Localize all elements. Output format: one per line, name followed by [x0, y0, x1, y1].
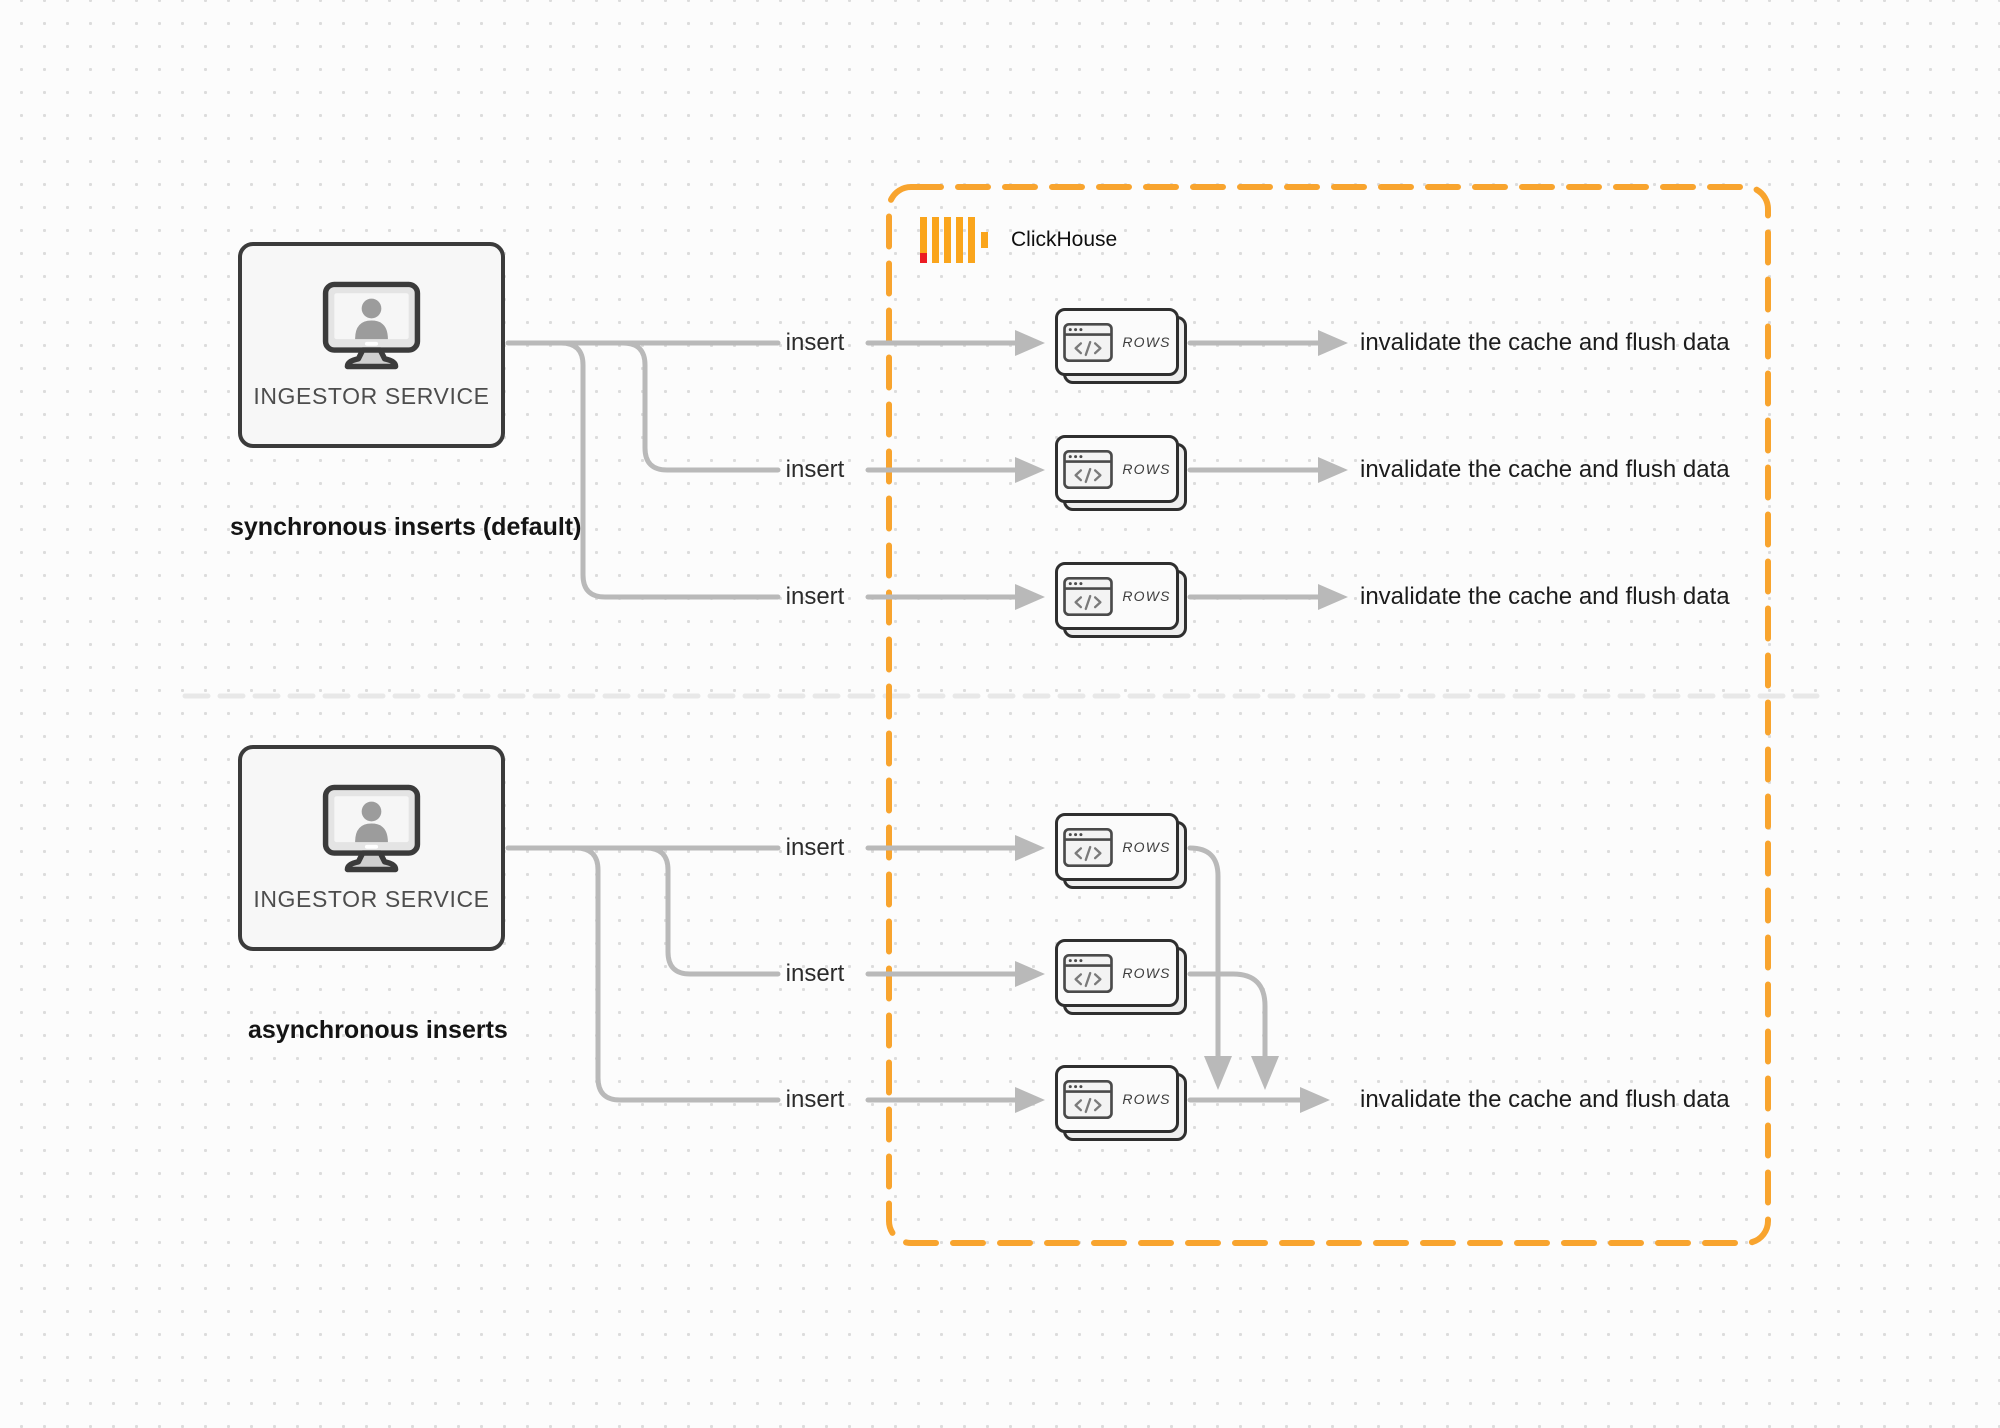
- insert-label: insert: [785, 583, 845, 610]
- insert-label: insert: [785, 1086, 845, 1113]
- code-window-icon: [1063, 1079, 1114, 1119]
- insert-label: insert: [785, 456, 845, 483]
- rows-card-label: ROWS: [1122, 461, 1171, 477]
- rows-card-label: ROWS: [1122, 965, 1171, 981]
- clickhouse-logo-icon: [920, 217, 988, 263]
- ingestor-service-label: INGESTOR SERVICE: [253, 886, 490, 912]
- rows-card-label: ROWS: [1122, 334, 1171, 350]
- sync-connectors: [505, 340, 1321, 600]
- code-window-icon: [1063, 827, 1114, 867]
- rows-table-card: ROWS: [1055, 813, 1189, 893]
- rows-table-card: ROWS: [1055, 308, 1189, 388]
- rows-card-label: ROWS: [1122, 588, 1171, 604]
- code-window-icon: [1063, 322, 1114, 362]
- code-window-icon: [1063, 449, 1114, 489]
- result-label: invalidate the cache and flush data: [1360, 583, 1730, 610]
- sync-section-caption: synchronous inserts (default): [230, 513, 582, 541]
- rows-table-card: ROWS: [1055, 1065, 1189, 1145]
- code-window-icon: [1063, 953, 1114, 993]
- rows-card-label: ROWS: [1122, 1091, 1171, 1107]
- monitor-user-icon: [322, 784, 421, 873]
- result-label: invalidate the cache and flush data: [1360, 329, 1730, 356]
- rows-table-card: ROWS: [1055, 562, 1189, 642]
- ingestor-service-box-async: INGESTOR SERVICE: [238, 745, 505, 951]
- result-label: invalidate the cache and flush data: [1360, 1086, 1730, 1113]
- rows-table-card: ROWS: [1055, 435, 1189, 515]
- insert-label: insert: [785, 960, 845, 987]
- ingestor-service-box-sync: INGESTOR SERVICE: [238, 242, 505, 448]
- rows-card-label: ROWS: [1122, 839, 1171, 855]
- ingestor-service-label: INGESTOR SERVICE: [253, 383, 490, 409]
- monitor-user-icon: [322, 281, 421, 370]
- insert-label: insert: [785, 329, 845, 356]
- async-section-caption: asynchronous inserts: [248, 1016, 508, 1044]
- rows-table-card: ROWS: [1055, 939, 1189, 1019]
- clickhouse-logo: ClickHouse: [920, 217, 1117, 263]
- result-label: invalidate the cache and flush data: [1360, 456, 1730, 483]
- code-window-icon: [1063, 576, 1114, 616]
- insert-label: insert: [785, 834, 845, 861]
- clickhouse-label: ClickHouse: [1011, 228, 1118, 251]
